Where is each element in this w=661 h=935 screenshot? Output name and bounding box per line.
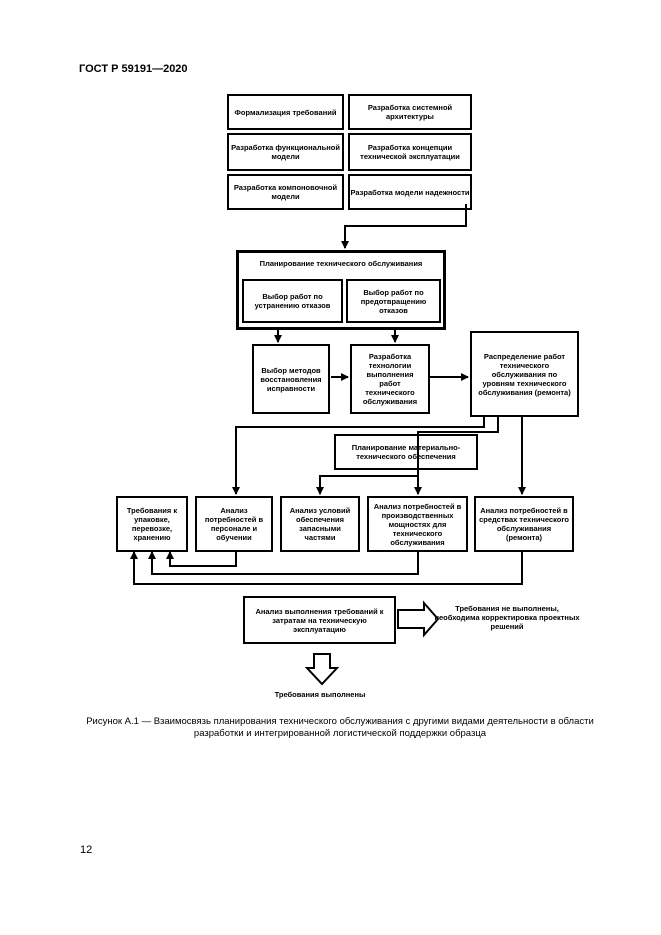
text-requirements-met: Требования выполнены (274, 690, 366, 699)
text-requirements-not-met: Требования не выполнены, необходима корр… (434, 604, 580, 631)
box-cost-analysis: Анализ выполнения требований к затратам … (243, 596, 396, 644)
box-failure-elimination: Выбор работ по устранению отказов (242, 279, 343, 323)
box-restore-methods: Выбор методов восстановления исправности (252, 344, 330, 414)
box-maintenance-planning: Планирование технического обслуживания (236, 250, 446, 330)
box-failure-prevention: Выбор работ по предотвращению отказов (346, 279, 441, 323)
document-code: ГОСТ Р 59191—2020 (79, 63, 188, 75)
arrow-to-production (414, 417, 499, 495)
box-personnel: Анализ потребностей в персонале и обучен… (195, 496, 273, 552)
box-reliability-model: Разработка модели надежности (348, 174, 472, 210)
arrow-personnel-feedback (166, 551, 237, 567)
arrow-met (304, 653, 340, 686)
box-work-distribution: Распределение работ технического обслужи… (470, 331, 579, 417)
box-spare-parts: Анализ условий обеспечения запасными час… (280, 496, 360, 552)
box-layout-model: Разработка компоновочной модели (227, 174, 344, 210)
page-number: 12 (80, 844, 93, 856)
arrow-top-to-planning (341, 204, 467, 249)
box-production-capacity: Анализ потребностей в производственных м… (367, 496, 468, 552)
box-req-formalization: Формализация требований (227, 94, 344, 130)
box-maintenance-means: Анализ потребностей в средствах техничес… (474, 496, 574, 552)
arrow-production-feedback (148, 551, 419, 575)
box-logistics-planning: Планирование материально-технического об… (334, 434, 478, 470)
arrow-not-met (397, 600, 440, 638)
arrow-to-personnel (232, 417, 485, 495)
box-operation-concept: Разработка концепции технической эксплуа… (348, 133, 472, 171)
box-technology-dev: Разработка технологии выполнения работ т… (350, 344, 430, 414)
arrow-means-feedback (130, 551, 523, 585)
arrow-logistics-to-spare (316, 470, 419, 495)
box-system-architecture: Разработка системной архитектуры (348, 94, 472, 130)
box-packaging: Требования к упаковке, перевозке, хранен… (116, 496, 188, 552)
box-functional-model: Разработка функциональной модели (227, 133, 344, 171)
figure-caption: Рисунок А.1 — Взаимосвязь планирования т… (86, 716, 594, 739)
